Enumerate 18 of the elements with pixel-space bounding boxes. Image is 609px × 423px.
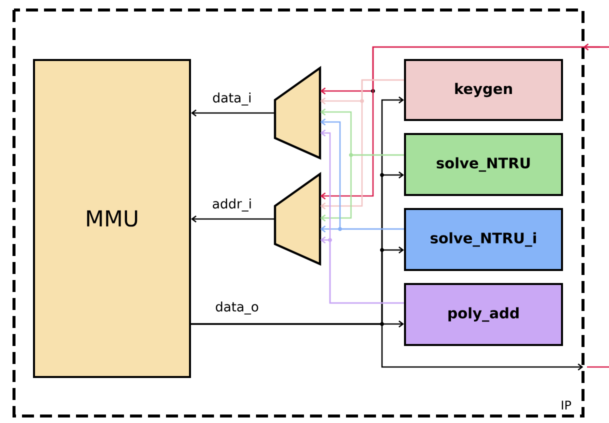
edge-label: data_i bbox=[213, 92, 250, 106]
arrow bbox=[191, 323, 584, 371]
arrow bbox=[191, 215, 275, 223]
memory-block: MMU bbox=[33, 59, 191, 378]
module-box: poly_add bbox=[404, 283, 563, 346]
edge-label: data_o bbox=[216, 302, 258, 314]
module-box: keygen bbox=[404, 59, 563, 121]
module-box: solve_NTRU_i bbox=[404, 208, 563, 271]
arrow bbox=[320, 79, 404, 210]
multiplexer-symbol bbox=[274, 66, 322, 160]
arrow bbox=[320, 46, 609, 200]
arrow bbox=[320, 154, 404, 222]
arrow bbox=[191, 109, 275, 117]
arrow bbox=[320, 236, 404, 304]
module-box: solve_NTRU bbox=[404, 133, 563, 196]
multiplexer-symbol bbox=[274, 172, 322, 266]
edge-label: addr_i bbox=[212, 198, 251, 212]
arrow bbox=[320, 225, 404, 233]
